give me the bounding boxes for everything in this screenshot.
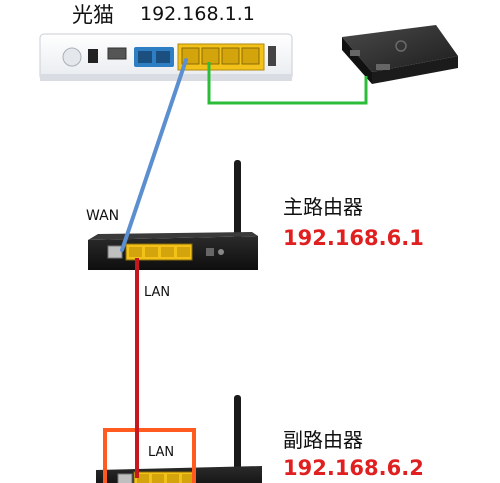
logo-icon bbox=[395, 40, 407, 52]
antenna-icon bbox=[234, 395, 241, 483]
usb-port-icon bbox=[107, 47, 127, 60]
sub-lan-label: LAN bbox=[148, 445, 174, 460]
wan-label: WAN bbox=[86, 208, 119, 224]
antenna-icon bbox=[234, 160, 241, 250]
optical-modem: 光猫 192.168.1.1 bbox=[39, 3, 293, 81]
wan-port bbox=[107, 245, 123, 259]
power-jack-icon bbox=[88, 49, 98, 63]
modem-label: 光猫 bbox=[72, 3, 114, 27]
lan-label: LAN bbox=[144, 285, 170, 300]
main-router-lan-ports bbox=[125, 243, 193, 261]
iptv-cable bbox=[207, 62, 368, 105]
power-button-icon bbox=[62, 47, 82, 67]
phone-ports bbox=[134, 47, 174, 67]
modem-lan-ports bbox=[177, 43, 265, 71]
sub-router-title: 副路由器 bbox=[283, 428, 363, 452]
main-router-title: 主路由器 bbox=[283, 195, 363, 219]
lan-highlight-box bbox=[103, 428, 196, 483]
wan-cable bbox=[120, 58, 188, 252]
sub-router bbox=[96, 395, 262, 483]
modem-ip: 192.168.1.1 bbox=[140, 3, 255, 25]
sub-router-ip: 192.168.6.2 bbox=[283, 456, 424, 480]
main-router-ip: 192.168.6.1 bbox=[283, 226, 424, 250]
sub-router-lan-ports bbox=[133, 471, 195, 483]
set-top-box bbox=[342, 25, 458, 84]
main-router bbox=[88, 160, 258, 270]
